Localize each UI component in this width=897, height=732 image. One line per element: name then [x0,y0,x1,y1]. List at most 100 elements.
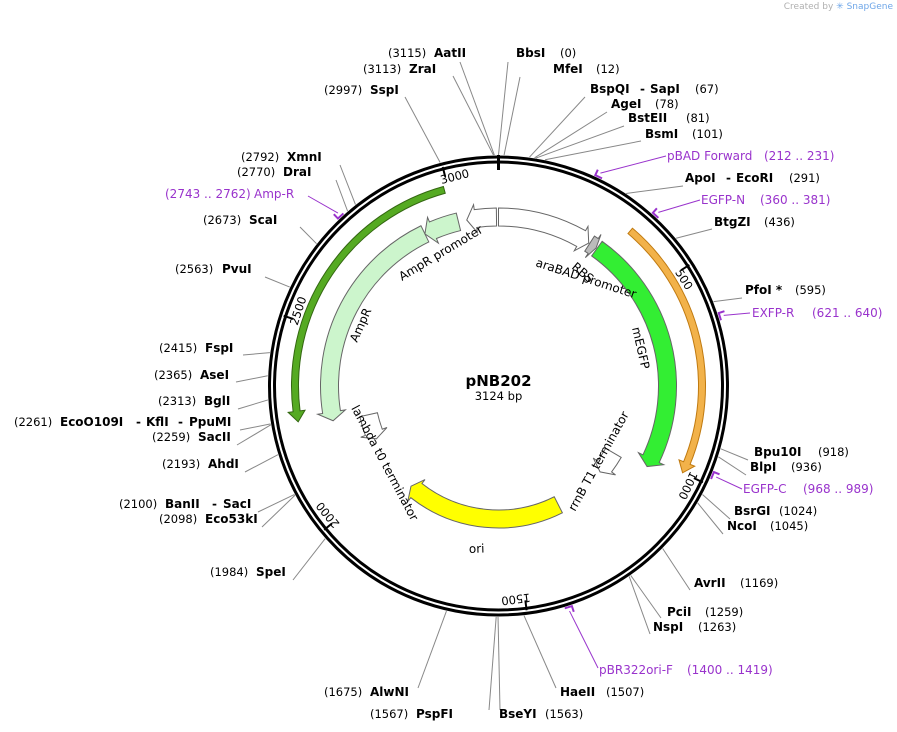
enzyme-leader-line [452,75,494,156]
primer-range: (968 .. 989) [803,482,873,496]
enzyme-name: BlpI [750,460,776,474]
tick-mark [524,600,528,611]
feature-arrows [315,202,677,529]
enzyme-leader-line [335,179,349,212]
enzyme-name: Bpu10I [754,445,801,459]
primer-leader-line [569,610,599,669]
enzyme-name: EcoRI [736,171,773,185]
enzyme-leader-line [242,352,270,356]
primer-mark [651,207,660,219]
enzyme-name: KflI [146,415,169,429]
tick-label: 1000 [675,469,700,501]
enzyme-name: PfoI * [745,283,783,297]
primer-range: (621 .. 640) [812,306,882,320]
enzyme-pos: (3113) [363,62,401,76]
enzyme-pos: (67) [695,82,719,96]
primer-mark [564,604,575,613]
enzyme-pos: (291) [789,171,820,185]
enzyme-name: AseI [200,368,229,382]
enzyme-name: PpuMI [189,415,231,429]
primer-range: (2743 .. 2762) [165,187,251,201]
enzyme-name-sep: - [178,415,183,429]
enzyme-pos: (2193) [162,457,200,471]
primer-leader-line [600,155,667,174]
enzyme-pos: (1675) [324,685,362,699]
primer-mark [333,212,345,220]
plasmid-name: pNB202 [465,372,531,390]
enzyme-leader-line [675,228,713,239]
enzyme-pos: (2770) [237,165,275,179]
snapgene-logo-icon: ✳ [836,2,844,12]
feature-arrow-6 [315,225,430,422]
enzyme-name: PspFI [416,707,453,721]
enzyme-leader-line [529,96,586,158]
enzyme-leader-line [292,538,326,581]
enzyme-pos: (3115) [388,46,426,60]
enzyme-leader-line [718,456,747,476]
enzyme-pos: (1045) [770,519,808,533]
enzyme-leader-line [261,494,296,528]
enzyme-pos: (0) [560,46,576,60]
enzyme-leader-line [503,76,521,156]
enzyme-name: AgeI [611,97,641,111]
enzyme-name: SacI [223,497,251,511]
enzyme-name: MfeI [553,62,583,76]
feature-arrow-7 [424,212,462,245]
tick-mark [323,522,333,531]
enzyme-leader-line [459,61,495,156]
enzyme-pos: (2100) [119,497,157,511]
enzyme-pos: (1563) [545,707,583,721]
enzyme-name: BsmI [645,127,678,141]
enzyme-name: PciI [667,605,692,619]
outer-feature-arrows [287,185,706,474]
outer-arrow-0 [627,227,706,474]
enzyme-pos: (2792) [241,150,279,164]
primer-range: (1400 .. 1419) [687,663,773,677]
center-label: pNB202 3124 bp [465,372,531,403]
enzyme-name: FspI [205,341,233,355]
primer-leader-line [723,312,751,316]
primer-name: pBAD Forward [667,149,752,163]
primer-range: (212 .. 231) [764,149,834,163]
enzyme-pos: (1169) [740,576,778,590]
feature-label-lambda-t0-terminator: lambda t0 terminator [348,403,421,523]
snapgene-watermark: Created by ✳ SnapGene [784,2,893,12]
tick-mark [680,264,690,272]
enzyme-leader-line [417,610,447,689]
feature-arrow-1 [584,234,602,258]
enzyme-name: PvuI [222,262,252,276]
primer-labels: pBAD Forward (212 .. 231) EGFP-N (360 ..… [165,149,882,677]
enzyme-pos: (78) [655,97,679,111]
enzyme-name: AhdI [208,457,239,471]
watermark-brand: SnapGene [846,2,893,12]
enzyme-labels: (3115) AatII BbsI (0) (3113) ZraI MfeI (… [14,46,849,721]
enzyme-pos: (1024) [779,504,817,518]
enzyme-leader-line [545,140,642,161]
tick-label: 1500 [500,591,531,609]
enzyme-name: ApoI [685,171,716,185]
enzyme-name: HaeII [560,685,595,699]
enzyme-leader-line [713,297,743,303]
enzyme-leader-line [235,375,268,383]
enzyme-pos: (2415) [159,341,197,355]
enzyme-leader-line [628,576,651,635]
enzyme-name: ScaI [249,213,277,227]
enzyme-pos: (436) [764,215,795,229]
feature-arrow-5 [359,412,388,440]
enzyme-pos: (595) [795,283,826,297]
enzyme-leader-line [404,96,441,163]
enzyme-pos: (1507) [606,685,644,699]
enzyme-pos: (2673) [203,213,241,227]
tick-mark [441,166,447,177]
feature-label-rrnb-t1-terminator: rrnB T1 terminator [565,409,631,513]
enzyme-pos: (936) [791,460,822,474]
enzyme-leader-line [339,164,356,205]
enzyme-name: SapI [650,82,680,96]
primer-mark [717,310,725,321]
enzyme-leader-line [630,575,662,619]
enzyme-pos: (2997) [324,83,362,97]
feature-arrow-4 [407,479,564,529]
primer-leader-line [658,199,701,213]
enzyme-pos: (101) [692,127,723,141]
